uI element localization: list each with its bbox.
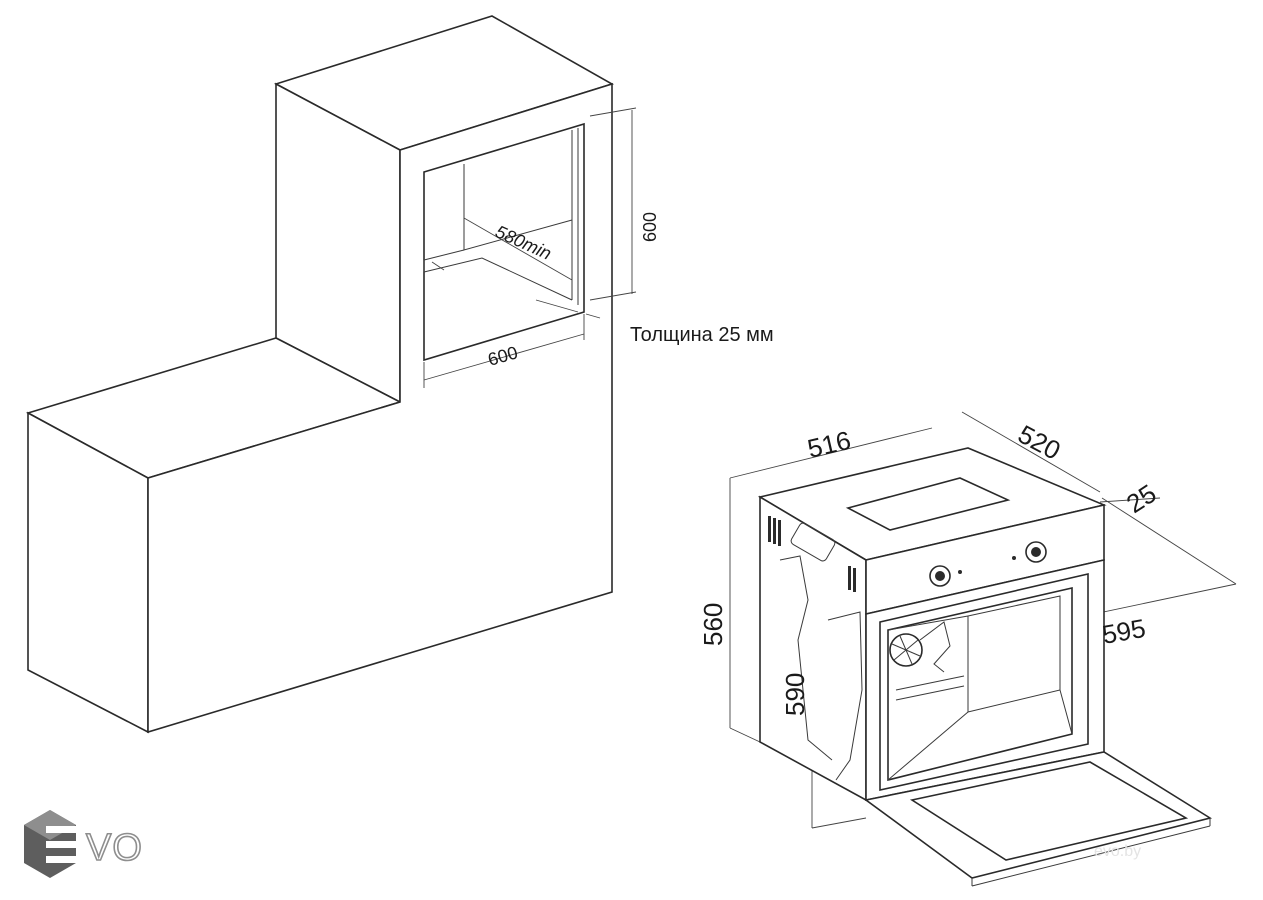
logo-text: VO: [86, 827, 143, 869]
cabinet-drawing: 580min 600 600 Толщина 25 мм: [25, 15, 774, 734]
panel-thickness-note: Толщина 25 мм: [630, 324, 774, 346]
convection-fan-icon: [889, 633, 923, 667]
control-knob-right-icon: [1031, 547, 1041, 557]
brand-logo: VO: [24, 810, 143, 878]
oven-door-window: [909, 761, 1189, 861]
oven-drawing: 516 520 25 560 595 590: [698, 411, 1237, 887]
oven-width-label: 595: [1100, 613, 1148, 650]
niche-opening: [423, 122, 585, 362]
cabinet-dimension-lines: [423, 107, 637, 388]
cabinet-front-face: [147, 82, 613, 734]
oven-height-body-label: 560: [698, 603, 728, 646]
oven-depth-top-label: 516: [805, 425, 854, 464]
side-vent-icon: [768, 516, 856, 592]
oven-front-thickness-label: 25: [1121, 478, 1162, 519]
oven-depth-side-label: 520: [1013, 419, 1065, 466]
oven-top-cutout: [845, 477, 1011, 531]
watermark: evo.by: [1094, 843, 1141, 860]
oven-height-front-label: 590: [780, 673, 810, 716]
control-knob-left-icon: [935, 571, 945, 581]
niche-height-label: 600: [640, 212, 660, 242]
